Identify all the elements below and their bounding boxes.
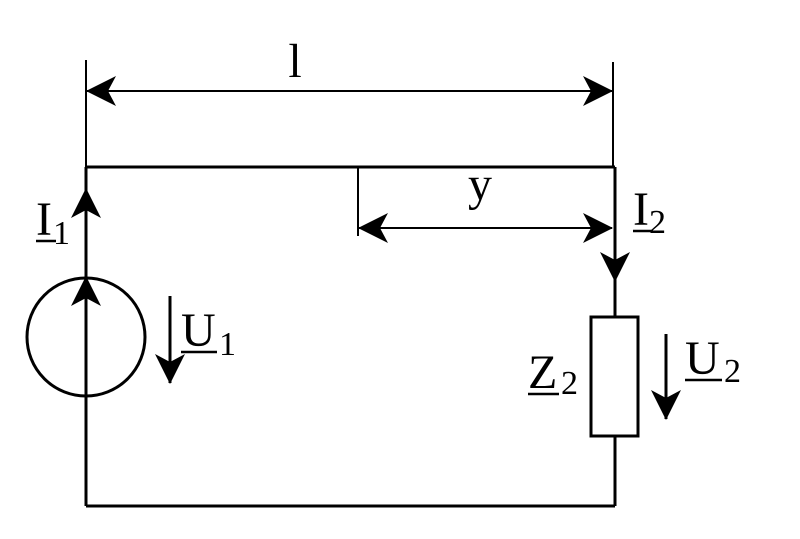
- load-voltage-label: U 2: [685, 332, 741, 390]
- load-impedance-subscript: 2: [561, 365, 578, 402]
- load-current-label: I 2: [633, 183, 666, 241]
- source-voltage-label: U 1: [181, 304, 236, 363]
- length-dimension: [85, 60, 614, 167]
- load-current-subscript: 2: [649, 204, 666, 241]
- distance-label: y: [468, 158, 492, 211]
- length-label: l: [288, 35, 301, 88]
- load-impedance-label: Z 2: [528, 346, 578, 402]
- load-voltage-symbol: U: [685, 332, 720, 385]
- load-impedance-box: [589, 315, 640, 438]
- source-voltage-symbol: U: [181, 304, 216, 357]
- circuit-wires: [84, 165, 617, 508]
- load-voltage-subscript: 2: [724, 353, 741, 390]
- load-impedance-symbol: Z: [528, 346, 557, 399]
- source-current-symbol: I: [36, 193, 52, 246]
- current-source: [25, 276, 147, 398]
- distance-dimension: [357, 167, 613, 243]
- source-current-subscript: 1: [53, 215, 70, 252]
- source-voltage-subscript: 1: [219, 326, 236, 363]
- load-current-symbol: I: [633, 183, 649, 236]
- source-current-label: I 1: [36, 193, 70, 252]
